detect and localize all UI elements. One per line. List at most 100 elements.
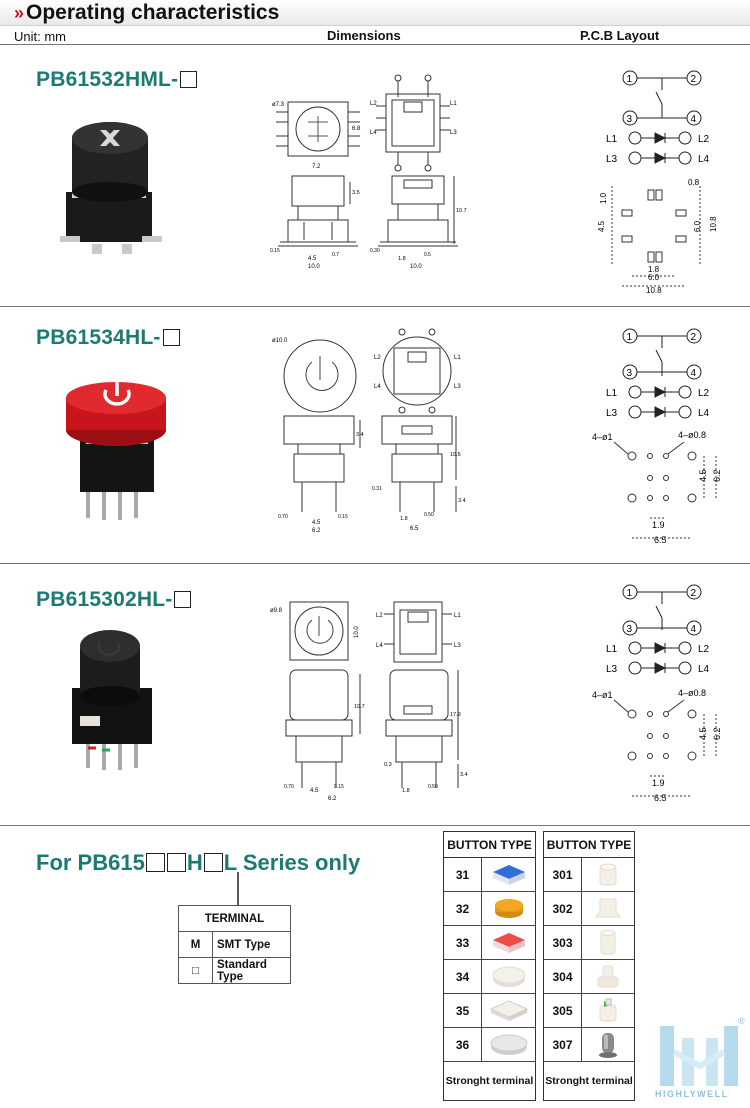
column-dimensions: Dimensions — [327, 28, 401, 43]
placeholder-box — [145, 853, 165, 872]
svg-text:1.8: 1.8 — [402, 788, 410, 794]
svg-text:17.9: 17.9 — [450, 712, 461, 718]
product-title-3: PB615302HL- — [36, 588, 192, 612]
placeholder-box — [166, 853, 186, 872]
svg-text:4.5: 4.5 — [698, 727, 708, 740]
svg-text:L4: L4 — [698, 664, 710, 675]
svg-text:L1: L1 — [606, 388, 618, 399]
svg-text:1.8: 1.8 — [400, 516, 408, 522]
svg-text:4.5: 4.5 — [308, 256, 317, 262]
series-suffix: L Series only — [223, 850, 361, 875]
button-code: 303 — [544, 926, 582, 959]
button-code: 304 — [544, 960, 582, 993]
side-view-3b: 17.9 3.4 0.3 1.8 0.50 — [384, 669, 468, 794]
pointer-line — [237, 872, 239, 906]
brand-logo: ® — [660, 1016, 745, 1086]
svg-text:2: 2 — [691, 332, 697, 343]
svg-text:0.31: 0.31 — [372, 486, 382, 492]
svg-text:4–ø0.8: 4–ø0.8 — [678, 430, 706, 440]
divider — [0, 825, 750, 826]
svg-text:1.0: 1.0 — [599, 192, 608, 204]
table-row: M SMT Type — [178, 931, 291, 958]
svg-text:4: 4 — [691, 368, 697, 379]
circuit-diagram-3: 1 2 3 4 L1 L2 L3 L4 — [606, 584, 710, 675]
placeholder-box — [174, 591, 192, 608]
svg-text:L4: L4 — [698, 154, 710, 165]
svg-text:0.70: 0.70 — [278, 514, 288, 520]
table-row: 305 — [544, 994, 634, 1028]
svg-text:6.2: 6.2 — [712, 727, 722, 740]
button-code: 305 — [544, 994, 582, 1027]
svg-text:L2: L2 — [374, 355, 381, 361]
svg-text:0.15: 0.15 — [338, 514, 348, 520]
cap-image — [492, 864, 525, 885]
circuit-diagram-1: 1 2 3 4 L1 L2 L3 L4 — [606, 70, 710, 165]
svg-text:L4: L4 — [370, 130, 377, 136]
svg-text:3.4: 3.4 — [458, 498, 466, 504]
table-row: 34 — [444, 960, 535, 994]
svg-text:L1: L1 — [450, 101, 457, 107]
svg-text:6.2: 6.2 — [712, 469, 722, 482]
svg-text:1.9: 1.9 — [652, 520, 665, 530]
terminal-table: TERMINAL M SMT Type □ Standard Type — [178, 905, 291, 984]
side-view-2a: 3.4 0.70 4.5 0.15 6.2 — [278, 415, 364, 534]
svg-text:1.9: 1.9 — [652, 778, 665, 788]
cap-image — [492, 966, 525, 987]
svg-text:10.8: 10.8 — [709, 216, 718, 232]
brand-logo-text: HIGHLYWELL — [655, 1089, 729, 1099]
table-row: 35 — [444, 994, 535, 1028]
cap-image — [492, 932, 525, 953]
table-row: 304 — [544, 960, 634, 994]
svg-text:6.2: 6.2 — [312, 528, 321, 534]
svg-text:L4: L4 — [376, 643, 383, 649]
table-row: 301 — [544, 858, 634, 892]
svg-text:ø10.0: ø10.0 — [272, 338, 288, 344]
svg-text:L1: L1 — [606, 134, 618, 145]
button-code: 301 — [544, 858, 582, 891]
svg-text:L2: L2 — [698, 644, 710, 655]
side-view-3a: 10.7 0.70 4.5 0.15 6.2 — [284, 669, 365, 802]
placeholder-box — [180, 71, 198, 88]
svg-text:6.5: 6.5 — [410, 526, 419, 532]
cap-image — [599, 998, 617, 1021]
svg-text:10.0: 10.0 — [354, 626, 360, 638]
side-view-1a: 3.5 0.15 4.5 0.7 10.0 — [270, 175, 360, 270]
svg-text:0.15: 0.15 — [270, 248, 280, 254]
terminal-desc: SMT Type — [212, 931, 291, 958]
terminal-code: □ — [178, 957, 213, 984]
svg-text:L2: L2 — [698, 388, 710, 399]
cap-image — [600, 929, 616, 954]
terminal-code: M — [178, 931, 213, 958]
svg-text:4.5: 4.5 — [698, 469, 708, 482]
table-row: 32 — [444, 892, 535, 926]
svg-text:6.0: 6.0 — [693, 220, 702, 232]
svg-text:®: ® — [738, 1016, 745, 1026]
table-row: 36 — [444, 1028, 535, 1062]
terminal-title: TERMINAL — [178, 905, 291, 932]
product-photo-2 — [66, 382, 166, 520]
button-type-title: BUTTON TYPE — [444, 832, 535, 858]
divider — [0, 44, 750, 45]
svg-text:0.15: 0.15 — [334, 784, 344, 790]
svg-text:L4: L4 — [374, 384, 381, 390]
button-code: 35 — [444, 994, 482, 1027]
svg-text:0.7: 0.7 — [332, 252, 339, 258]
svg-text:L3: L3 — [606, 664, 618, 675]
series-prefix: For PB615 — [36, 850, 145, 875]
button-code: 32 — [444, 892, 482, 925]
svg-text:L2: L2 — [376, 613, 383, 619]
cap-image — [597, 965, 619, 987]
button-type-footer: Stronght terminal only — [445, 1075, 534, 1087]
svg-text:2: 2 — [691, 588, 697, 599]
svg-text:0.5: 0.5 — [424, 252, 431, 258]
button-code: 31 — [444, 858, 482, 891]
svg-text:L2: L2 — [698, 134, 710, 145]
table-row: 307 — [544, 1028, 634, 1062]
svg-text:2: 2 — [691, 74, 697, 85]
svg-text:6.5: 6.5 — [654, 535, 667, 545]
top-view-3: ø9.8 10.0 — [270, 601, 360, 661]
svg-text:0.30: 0.30 — [370, 248, 380, 254]
svg-text:6.5: 6.5 — [654, 793, 667, 803]
svg-text:6.0: 6.0 — [648, 273, 660, 282]
pin-view-3: L2 L1 L4 L3 — [376, 601, 461, 663]
